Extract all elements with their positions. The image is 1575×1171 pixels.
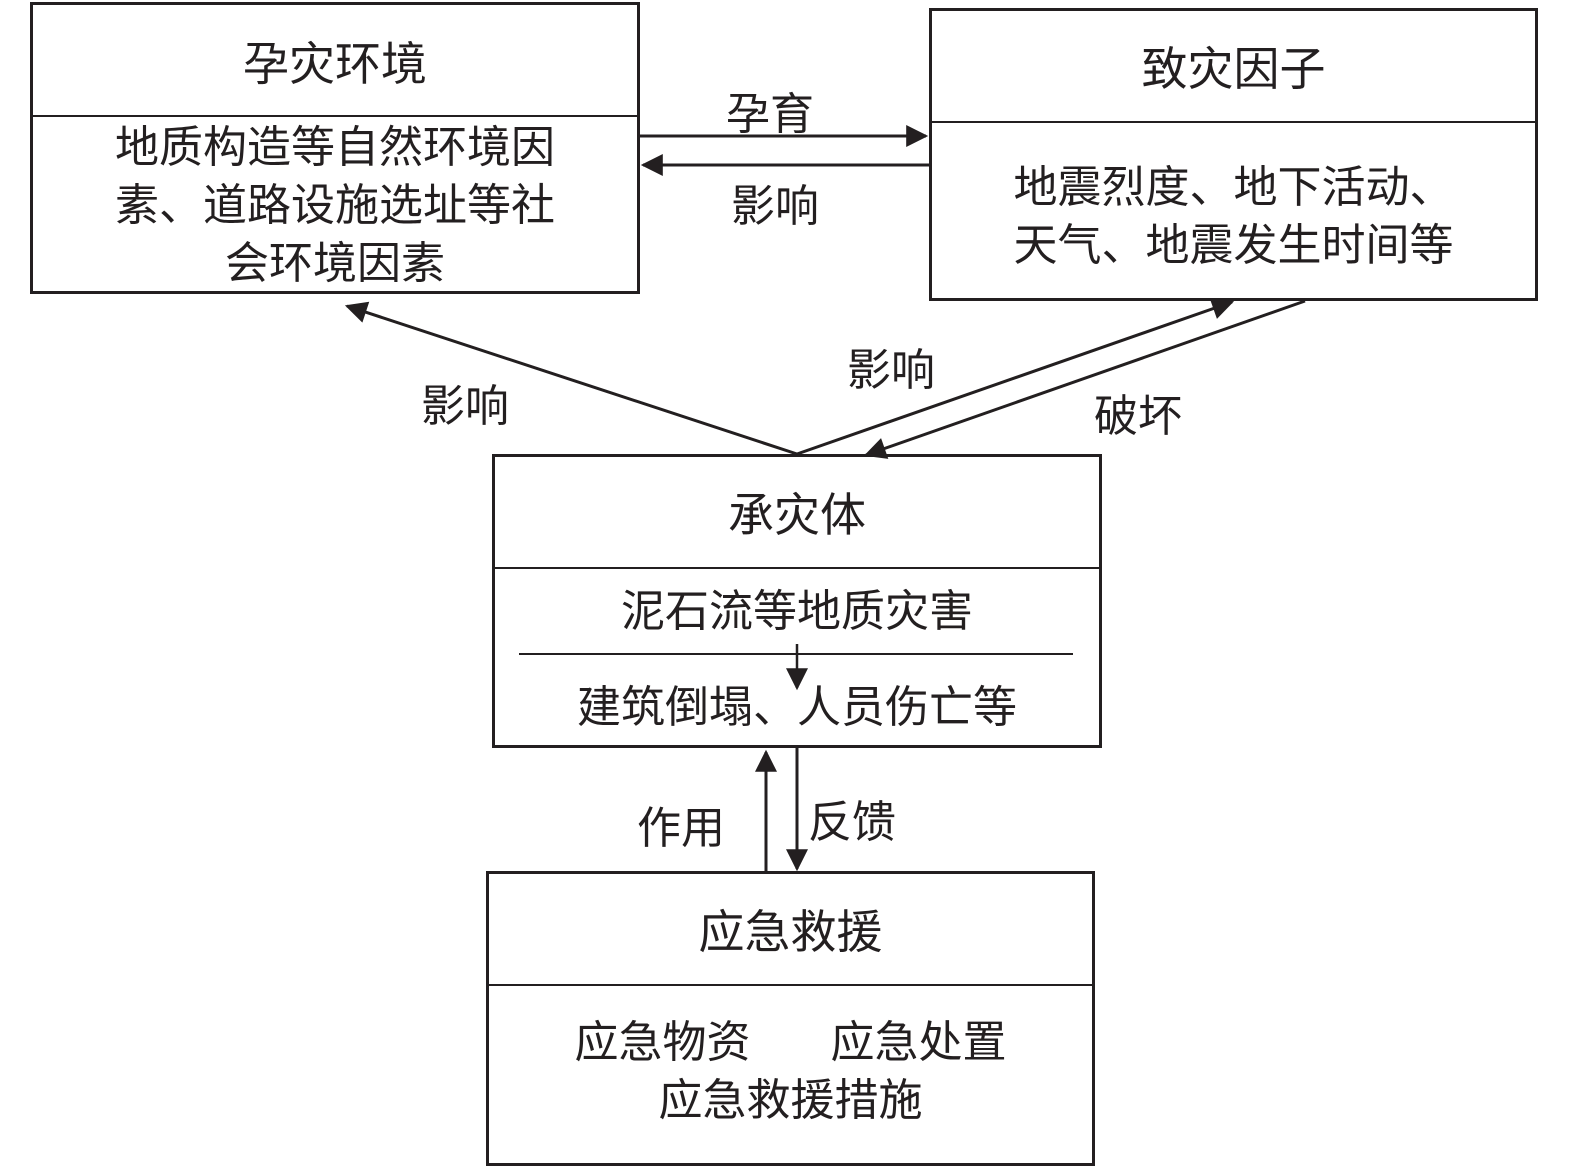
body-title: 承灾体 xyxy=(728,488,866,542)
rescue-item-handling: 应急处置 xyxy=(830,1017,1007,1068)
factor-divider xyxy=(932,121,1535,123)
label-act: 作用 xyxy=(637,803,725,854)
env-line-2: 素、道路设施选址等社 xyxy=(115,180,555,231)
factor-box: 致灾因子 地震烈度、地下活动、 天气、地震发生时间等 xyxy=(929,8,1538,301)
factor-line-2: 天气、地震发生时间等 xyxy=(1013,220,1454,271)
env-box: 孕灾环境 地质构造等自然环境因 素、道路设施选址等社 会环境因素 xyxy=(30,2,640,294)
rescue-content: 应急物资 应急处置 应急救援措施 xyxy=(489,1014,1092,1130)
env-line-3: 会环境因素 xyxy=(225,238,445,289)
env-content: 地质构造等自然环境因 素、道路设施选址等社 会环境因素 xyxy=(33,119,637,293)
factor-line-1: 地震烈度、地下活动、 xyxy=(1013,162,1454,213)
rescue-box: 应急救援 应急物资 应急处置 应急救援措施 xyxy=(486,871,1095,1166)
label-feedback: 反馈 xyxy=(808,797,896,848)
arrow-influence-left xyxy=(344,301,798,456)
body-box: 承灾体 泥石流等地质灾害 建筑倒塌、人员伤亡等 xyxy=(492,454,1102,748)
label-nurture: 孕育 xyxy=(726,89,814,140)
body-lower-text: 建筑倒塌、人员伤亡等 xyxy=(577,682,1017,733)
env-title: 孕灾环境 xyxy=(243,37,427,91)
arrow-destroy xyxy=(863,299,1306,459)
rescue-title: 应急救援 xyxy=(698,905,883,959)
body-upper-text: 泥石流等地质灾害 xyxy=(621,586,973,637)
label-influence-top: 影响 xyxy=(731,181,819,232)
label-influence-left: 影响 xyxy=(421,381,509,432)
env-line-1: 地质构造等自然环境因 xyxy=(115,122,555,173)
arrow-influence-right xyxy=(796,298,1235,456)
env-divider xyxy=(33,115,637,117)
rescue-line-1: 应急物资 应急处置 xyxy=(489,1014,1092,1072)
rescue-line-2: 应急救援措施 xyxy=(658,1075,923,1126)
rescue-item-supplies: 应急物资 xyxy=(574,1017,751,1068)
label-influence-right: 影响 xyxy=(847,345,935,396)
factor-content: 地震烈度、地下活动、 天气、地震发生时间等 xyxy=(932,159,1535,275)
label-destroy: 破坏 xyxy=(1094,391,1182,442)
body-divider xyxy=(495,567,1099,569)
factor-title: 致灾因子 xyxy=(1141,42,1326,96)
rescue-divider xyxy=(489,984,1092,986)
